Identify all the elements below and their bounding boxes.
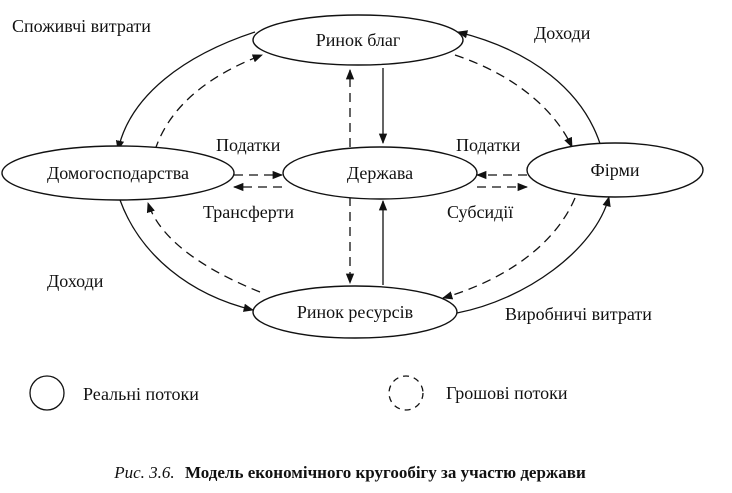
- figure-caption: Рис. 3.6. Модель економічного кругообігу…: [113, 463, 586, 482]
- real-flows-legend-symbol: [29, 375, 65, 411]
- income-top-label: Доходи: [534, 23, 591, 43]
- money-flow-resources-to-households: [146, 202, 261, 293]
- real-flow-goods-to-households: [115, 31, 256, 152]
- real-flow-households-to-resources: [119, 199, 255, 312]
- government-node: Держава: [282, 146, 478, 200]
- subsidies-label: Субсидії: [447, 202, 513, 222]
- consumer-spending-label: Споживчі витрати: [12, 16, 151, 36]
- taxes-right-label: Податки: [456, 135, 521, 155]
- firms-label: Фірми: [591, 160, 640, 180]
- resource-market-node: Ринок ресурсів: [252, 285, 458, 339]
- real-flow-resources-to-firms: [456, 195, 611, 314]
- government-label: Держава: [347, 163, 413, 183]
- taxes-left-label: Податки: [216, 135, 281, 155]
- transfers-label: Трансферти: [203, 202, 294, 222]
- households-node: Домогосподарства: [1, 145, 235, 201]
- income-bottom-label: Доходи: [47, 271, 104, 291]
- production-costs-label: Виробничі витрати: [505, 304, 652, 324]
- resource-market-label: Ринок ресурсів: [297, 302, 413, 322]
- legend: Реальні потоки Грошові потоки: [29, 375, 568, 411]
- real-flows-legend-label: Реальні потоки: [83, 384, 199, 404]
- households-label: Домогосподарства: [47, 163, 189, 183]
- goods-market-node: Ринок благ: [252, 14, 464, 66]
- real-flow-firms-to-goods: [456, 30, 603, 151]
- money-flow-goods-to-firms: [454, 54, 573, 148]
- money-flow-households-to-goods: [154, 54, 263, 151]
- caption-title: Модель економічного кругообігу за участю…: [185, 463, 586, 482]
- firms-node: Фірми: [526, 142, 704, 198]
- goods-market-label: Ринок благ: [316, 30, 401, 50]
- money-flow-firms-to-resources: [442, 197, 576, 300]
- money-flows-legend-symbol: [388, 375, 424, 411]
- caption-prefix: Рис. 3.6.: [113, 463, 174, 482]
- money-flows-legend-label: Грошові потоки: [446, 383, 568, 403]
